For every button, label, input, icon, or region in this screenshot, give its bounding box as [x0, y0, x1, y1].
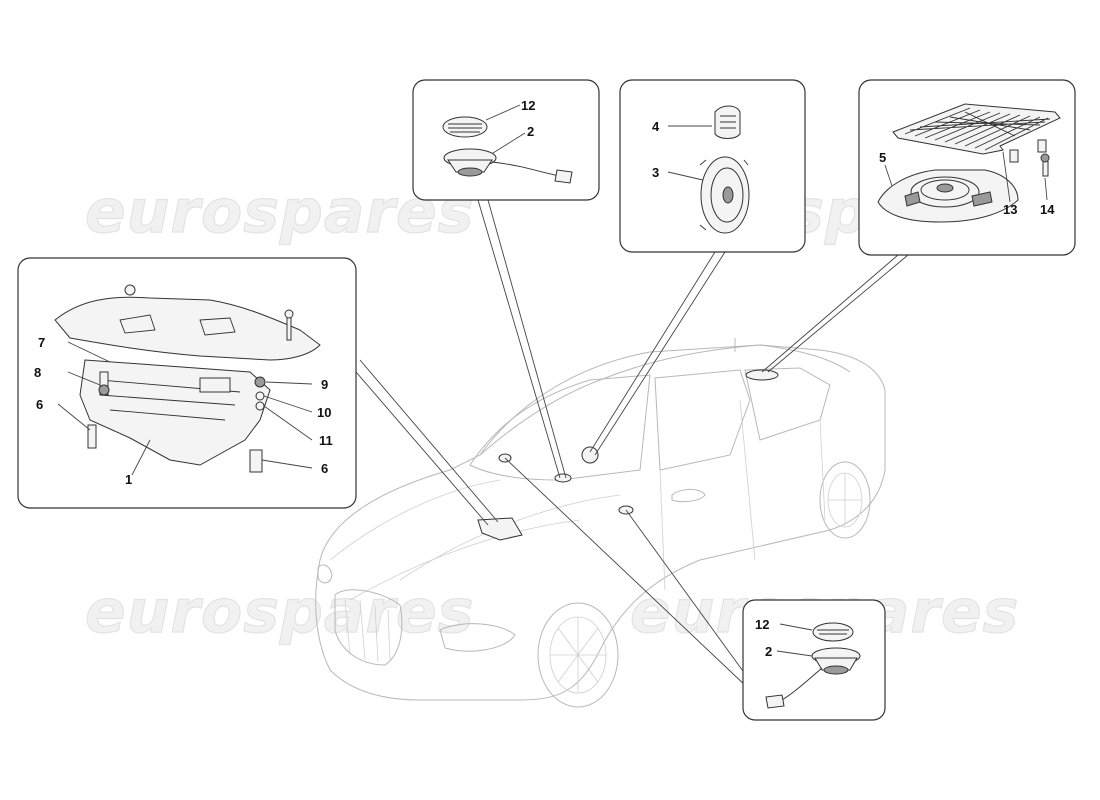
- car-windshield: [469, 374, 651, 481]
- tweeter-2-body: [447, 159, 493, 173]
- shelf-speaker-5-mount: [971, 191, 993, 207]
- part-number-14: 14: [1040, 202, 1055, 217]
- car-illustration: [315, 338, 886, 708]
- car-hood-line: [329, 479, 501, 561]
- car-marker-amplifier: [477, 517, 523, 541]
- leader-amplifier: [359, 359, 499, 523]
- tweeter-grille-mesh: [448, 123, 482, 133]
- car-marker-door-speaker: [581, 446, 599, 464]
- watermark-text: eurospares: [85, 577, 474, 647]
- part-number-13: 13: [1003, 202, 1017, 217]
- leader-amplifier: [349, 364, 489, 526]
- car-front-spokes: [550, 617, 606, 693]
- part-number-12: 12: [755, 617, 769, 632]
- callout-side-tweeter: 12 2: [742, 599, 886, 721]
- car-side-window-rear: [744, 367, 831, 441]
- shelf-grille-mesh: [904, 107, 1051, 151]
- leader-side-tweeter: [625, 509, 749, 679]
- callout-door-speaker: 4 3: [619, 79, 806, 253]
- watermark-text: eurospares: [85, 177, 474, 247]
- car-rear-spokes: [828, 473, 862, 527]
- car-hood-line: [349, 519, 581, 601]
- amplifier-bracket-plate: [54, 296, 321, 361]
- tweeter-grille-mesh: [817, 629, 849, 635]
- tweeter-2-magnet: [823, 665, 849, 675]
- nut-9: [254, 376, 266, 388]
- part-number-9: 9: [321, 377, 328, 392]
- leader-dash-tweeter: [487, 199, 567, 479]
- part-number-4: 4: [652, 119, 660, 134]
- speaker-3-dust-cap: [722, 186, 734, 204]
- shelf-grille-tab: [1009, 149, 1019, 163]
- part-number-8: 8: [34, 365, 41, 380]
- part-number-2: 2: [527, 124, 534, 139]
- tweeter-grille-12: [812, 622, 854, 642]
- callout-amplifier: 7 8 6 9 10 11 6 1: [17, 257, 357, 509]
- callout-rear-shelf: 5 13 14: [858, 79, 1076, 256]
- part-number-2: 2: [765, 644, 772, 659]
- part-number-10: 10: [317, 405, 331, 420]
- car-grille-bars: [344, 599, 391, 663]
- tweeter-2-plug: [554, 169, 573, 184]
- washer-11: [255, 401, 265, 411]
- callout-box: [412, 79, 600, 201]
- bracket-bolt: [286, 314, 292, 341]
- part-number-5: 5: [879, 150, 886, 165]
- tweeter-2-magnet: [457, 167, 483, 177]
- tweeter-2-wire: [491, 161, 561, 177]
- part-number-11: 11: [319, 433, 333, 448]
- screw-14-head: [1040, 153, 1050, 163]
- car-headlight-left: [317, 564, 333, 584]
- part-number-1: 1: [125, 472, 132, 487]
- shelf-grille-13: [892, 103, 1061, 155]
- leader-shelf-speaker: [767, 254, 909, 373]
- tweeter-2-plug: [765, 694, 785, 709]
- shelf-speaker-5-ring: [920, 179, 970, 201]
- car-front-wheel: [537, 602, 619, 708]
- shelf-speaker-5-cap: [936, 183, 954, 193]
- part-number-7: 7: [38, 335, 45, 350]
- stud-6-right: [249, 449, 263, 473]
- part-number-12: 12: [521, 98, 535, 113]
- callout-dash-tweeter: 12 2: [412, 79, 600, 201]
- car-body-outline: [315, 344, 886, 701]
- tweeter-2-wire: [781, 667, 823, 701]
- car-marker-dash-tweeter: [554, 473, 572, 483]
- tweeter-2-body: [814, 657, 858, 671]
- car-mirror: [671, 488, 706, 503]
- bracket-nut: [124, 284, 136, 296]
- washer-8: [98, 384, 110, 396]
- part-number-3: 3: [652, 165, 659, 180]
- leader-door-speaker: [589, 251, 716, 453]
- amplifier-bracket-detail: [119, 314, 236, 336]
- leader-shelf-speaker: [761, 254, 899, 373]
- tweeter-4-mesh: [720, 115, 736, 129]
- leader-lines: [349, 199, 909, 689]
- speaker-3-frame: [699, 159, 749, 231]
- leader-side-tweeter: [504, 457, 749, 689]
- car-marker-shelf-speaker: [745, 369, 779, 381]
- part-number-6: 6: [321, 461, 328, 476]
- bracket-bolt-head: [284, 309, 294, 319]
- amplifier-connector: [199, 377, 231, 393]
- washer-10: [255, 391, 265, 401]
- tweeter-grille-12: [442, 116, 488, 138]
- stud-6-left: [87, 424, 97, 449]
- car-headlight: [439, 623, 516, 652]
- car-door-line: [659, 399, 826, 591]
- car-side-window-front: [654, 369, 751, 471]
- car-roof: [479, 344, 851, 456]
- car-rear-wheel: [819, 461, 871, 539]
- leader-dash-tweeter: [477, 199, 561, 479]
- car-grille: [334, 589, 403, 666]
- shelf-speaker-5-mount: [904, 191, 921, 207]
- part-number-6: 6: [36, 397, 43, 412]
- shelf-grille-tab: [1037, 139, 1047, 153]
- leader-door-speaker: [594, 251, 726, 456]
